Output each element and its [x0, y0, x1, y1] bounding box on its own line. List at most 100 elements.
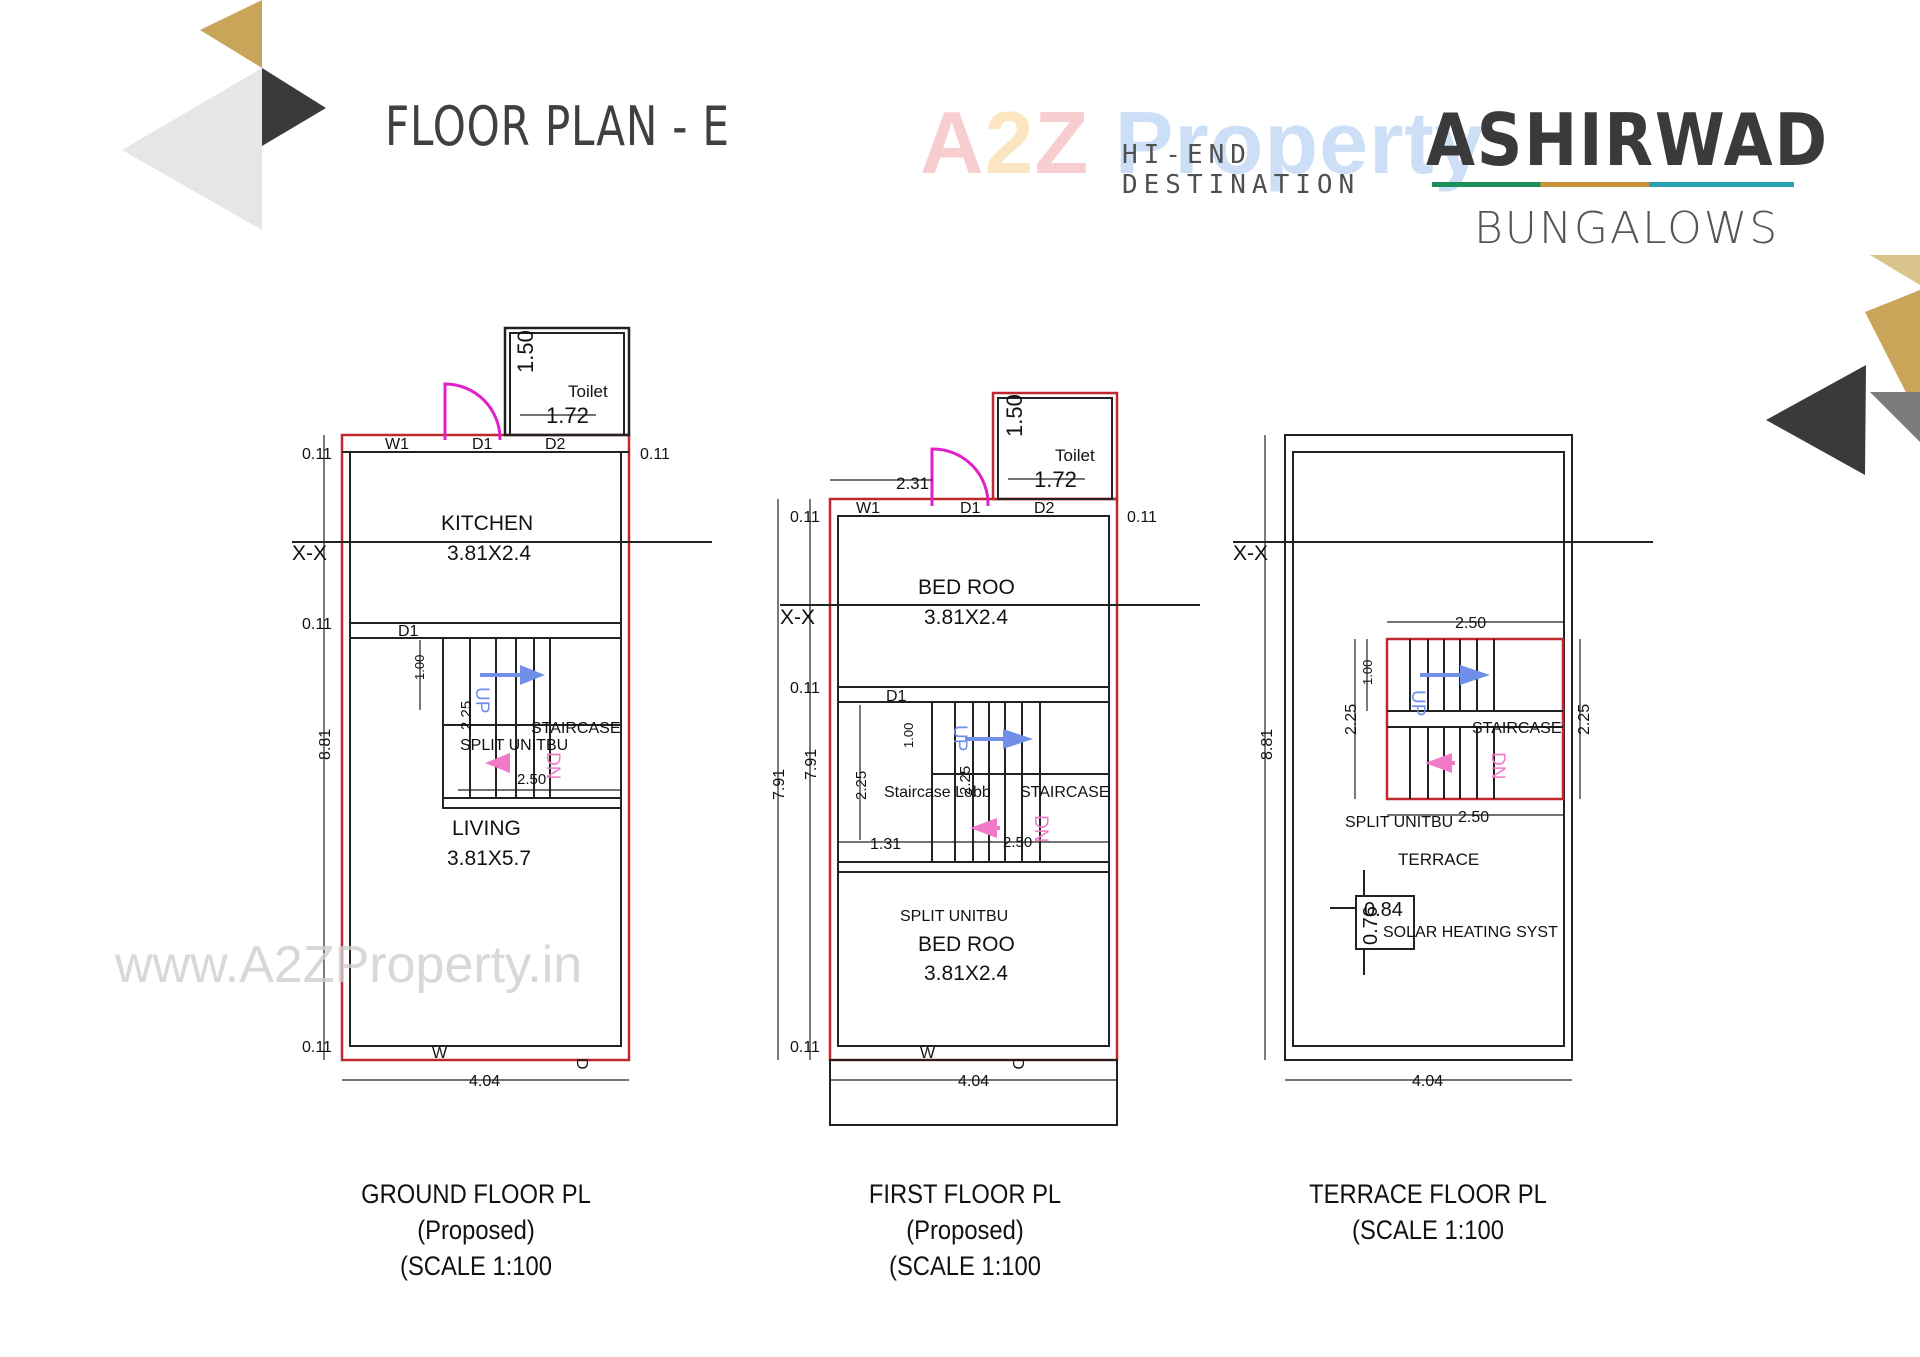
first-divider-wall-bottom	[837, 861, 1110, 873]
ground-toilet-height: 1.50	[513, 330, 538, 373]
first-caption-line2: (Proposed)	[906, 1215, 1024, 1245]
ground-divider-wall	[349, 622, 622, 639]
page-title: FLOOR PLAN - E	[385, 95, 730, 158]
ground-total-height: 8.81	[317, 729, 334, 760]
ground-staircase-label: STAIRCASE	[531, 720, 621, 737]
first-bed2-size: 3.81X2.4	[924, 962, 1008, 985]
first-bed1-label: BED ROO	[918, 576, 1015, 599]
logo-subtitle: BUNGALOWS	[1474, 203, 1780, 254]
grey-triangle-right	[1870, 392, 1920, 442]
grey-triangle-top-left	[122, 68, 262, 230]
terrace-caption-line1: TERRACE FLOOR PL	[1309, 1179, 1547, 1209]
ground-w-label: W	[432, 1045, 448, 1062]
first-floor-plan	[777, 391, 1200, 1126]
logo-name: ASHIRWAD	[1426, 98, 1829, 182]
ground-door-swing	[443, 382, 502, 441]
first-dim-right-top: 0.11	[1127, 509, 1157, 526]
ground-caption-line1: GROUND FLOOR PL	[361, 1179, 591, 1209]
ground-up-label: UP	[471, 687, 492, 713]
first-toilet-inner	[997, 397, 1113, 500]
terrace-split-label: SPLIT UNITBU	[1345, 814, 1453, 831]
ground-outer-wall	[340, 433, 631, 1062]
ground-toilet-width: 1.72	[546, 403, 589, 428]
ground-dim-right-top: 0.11	[640, 446, 670, 463]
terrace-dn-label: DN	[1487, 752, 1508, 779]
terrace-dn-arrow-head	[1425, 753, 1452, 773]
terrace-stair-left-height: 2.25	[1343, 704, 1360, 735]
first-dn-label: DN	[1030, 815, 1051, 842]
gold-triangle-right	[1865, 290, 1920, 420]
first-bed1-size: 3.81X2.4	[924, 606, 1008, 629]
first-up-arrow-head	[1003, 729, 1033, 749]
ground-d1-label: D1	[472, 436, 493, 453]
watermark-letter-z: Z	[1034, 93, 1090, 192]
terrace-floor-caption: TERRACE FLOOR PL (SCALE 1:100	[1270, 1176, 1587, 1248]
ground-living-label: LIVING	[452, 817, 521, 840]
ground-floor-labels: Toilet 1.50 1.72 W1 D1 D2 0.11 0.11 KITC…	[292, 330, 670, 1090]
first-up-label: UP	[949, 725, 970, 751]
tagline-line1: HI-END	[1122, 140, 1252, 170]
ground-stair-height-label: 2.25	[458, 701, 475, 730]
ground-d1b-label: D1	[398, 623, 419, 640]
terrace-total-width: 4.04	[1412, 1073, 1443, 1090]
ground-dim-left-top: 0.11	[302, 446, 332, 463]
first-stair-height-label: 2.25	[957, 766, 974, 795]
terrace-total-height: 8.81	[1259, 729, 1276, 760]
first-toilet-label: Toilet	[1055, 446, 1095, 465]
first-door-swing	[930, 447, 990, 507]
terrace-up-label: UP	[1407, 690, 1428, 716]
ground-living-size: 3.81X5.7	[447, 847, 531, 870]
ground-stair-width-label: 2.50	[517, 771, 546, 788]
ground-floor-plan	[292, 326, 712, 1081]
logo-underline	[1432, 182, 1794, 187]
first-stair-width-label: 2.50	[1003, 834, 1032, 851]
first-dim-left-mid: 0.11	[790, 680, 820, 697]
watermark-word-property: Property	[1089, 93, 1485, 192]
terrace-stair-top-width: 2.50	[1455, 615, 1486, 632]
ground-dim-left-bot: 0.11	[302, 1039, 332, 1056]
ground-d-label: D	[573, 1058, 590, 1070]
ground-kitchen-label: KITCHEN	[441, 512, 533, 535]
site-watermark: www.A2ZProperty.in	[115, 936, 583, 994]
ground-d2-label: D2	[545, 436, 566, 453]
ground-total-width: 4.04	[469, 1073, 500, 1090]
solar-height-dim: 0.76	[1360, 906, 1382, 945]
first-d2-label: D2	[1034, 500, 1055, 517]
first-outer-height: 7.91	[771, 769, 788, 800]
watermark-letter-2: 2	[984, 93, 1035, 192]
ground-caption-line2: (Proposed)	[417, 1215, 535, 1245]
terrace-floor-plan	[1233, 434, 1653, 1081]
first-caption-line1: FIRST FLOOR PL	[868, 1179, 1062, 1209]
ground-dn-arrow-head	[485, 753, 510, 773]
first-bed2-label: BED ROO	[918, 933, 1015, 956]
first-dim-left-bot: 0.11	[790, 1039, 820, 1056]
terrace-staircase-label: STAIRCASE	[1472, 720, 1562, 737]
first-extension	[829, 1059, 1118, 1126]
terrace-floor-labels: X-X 2.50 1.00 UP DN STAIRCASE 2.25 2.25 …	[1233, 542, 1593, 1090]
first-floor-caption: FIRST FLOOR PL (Proposed) (SCALE 1:100	[807, 1176, 1124, 1284]
ground-toilet-label: Toilet	[568, 382, 608, 401]
solar-heater-box	[1355, 895, 1415, 950]
first-lobby-width-label: 1.31	[870, 836, 901, 853]
first-lobby-label: Staircase Lobb	[884, 784, 991, 801]
ground-split-label: SPLIT UNITBU	[460, 737, 568, 754]
first-floor-labels: Toilet 1.50 1.72 2.31 W1 D1 D2 0.11 0.11…	[771, 394, 1157, 1090]
ground-caption-line3: (SCALE 1:100	[400, 1251, 552, 1281]
first-d1b-label: D1	[886, 688, 907, 705]
ground-w1-label: W1	[385, 436, 409, 453]
first-toilet-width: 1.72	[1034, 467, 1077, 492]
watermark-letter-a: A	[920, 93, 985, 192]
solar-heater-label: SOLAR HEATING SYST	[1383, 924, 1558, 941]
terrace-caption-line2: (SCALE 1:100	[1352, 1215, 1504, 1245]
terrace-section-mark: X-X	[1233, 542, 1268, 565]
terrace-stair-bot-width: 2.50	[1458, 809, 1489, 826]
first-section-mark: X-X	[780, 606, 815, 629]
first-w1-label: W1	[856, 500, 880, 517]
terrace-outer-wall	[1284, 434, 1573, 1061]
ground-section-mark: X-X	[292, 542, 327, 565]
ground-dim-left-mid: 0.11	[302, 616, 332, 633]
dark-triangle-top-left	[262, 68, 326, 146]
first-stair-step-dim-label: 1.00	[901, 723, 916, 748]
